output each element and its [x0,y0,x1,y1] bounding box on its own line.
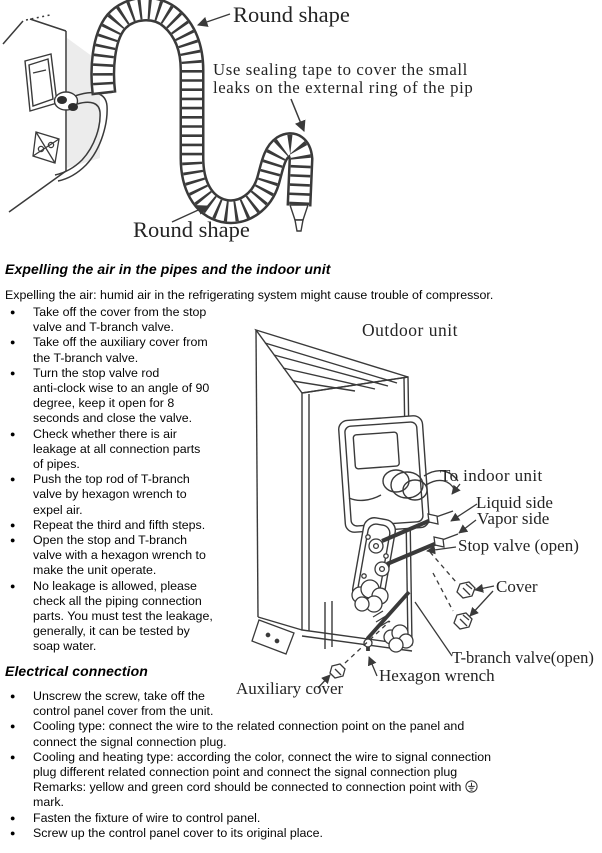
bullet-icon: ● [10,691,16,701]
outdoor-unit-figure: Outdoor unit To indoor unit Liquid side … [236,320,594,698]
sealing-note-line2: leaks on the external ring of the pip [213,78,473,97]
bullet-icon: ● [10,428,16,439]
bullet-icon: ● [10,337,16,348]
expelling-intro: Expelling the air: humid air in the refr… [5,288,494,302]
to-indoor-unit-label: To indoor unit [440,466,543,485]
wall-corner [2,14,67,213]
bullet-icon: ● [10,827,16,838]
hexagon-wrench-drawing [363,590,411,651]
bullet-icon: ● [10,751,16,762]
remarks-text: Remarks: yellow and green cord should be… [33,780,462,795]
round-shape-bottom-label: Round shape [133,217,250,242]
t-branch-valve-label: T-branch valve(open) [452,648,594,667]
bullet-icon: ● [10,721,16,732]
list-item: ● Cooling and heating type: according th… [10,750,596,811]
list-item: ● Fasten the fixture of wire to control p… [10,811,596,826]
list-item: ● Cooling type: connect the wire to the r… [10,719,596,749]
bullet-icon: ● [10,519,16,530]
indoor-unit-panel [24,53,58,112]
auxiliary-cover-label: Auxiliary cover [236,679,343,698]
step-text: Cooling type: connect the wire to the re… [33,719,465,749]
expelling-heading: Expelling the air in the pipes and the i… [5,261,331,277]
bullet-icon: ● [10,367,16,378]
mounting-bracket [32,131,60,164]
sealing-note-line1: Use sealing tape to cover the small [213,60,468,79]
air-puff-cloud [351,579,414,653]
drain-hose [90,0,314,232]
step-text: Cooling and heating type: according the … [33,749,492,780]
step-text: Screw up the control panel cover to its … [33,825,323,840]
sealing-note-arrow [290,98,306,133]
remarks-line: Remarks: yellow and green cord should be… [33,780,479,795]
hose-nozzle [289,204,309,232]
step-text-group: Cooling and heating type: according the … [33,750,491,811]
bullet-icon: ● [10,812,16,823]
step-text: Repeat the third and fifth steps. [33,517,206,532]
step-text: Fasten the fixture of wire to control pa… [33,810,261,825]
round-shape-top-leader [197,13,231,27]
round-shape-bottom-leader [171,205,208,223]
dashed-leader-lines [344,551,457,664]
pipe-connectors [53,91,79,111]
vapor-side-label: Vapor side [477,509,549,528]
auxiliary-cover-nut [329,663,346,679]
bullet-icon: ● [10,307,16,317]
round-shape-top-label: Round shape [233,2,350,27]
bullet-icon: ● [10,535,16,546]
earth-ground-icon [465,780,479,793]
list-item: ● Repeat the third and fifth steps. [10,518,255,533]
liquid-side-label: Liquid side [476,493,553,512]
outdoor-unit-label: Outdoor unit [362,320,458,340]
hexagon-wrench-label: Hexagon wrench [379,666,495,685]
drain-hose-figure: Round shape Use sealing tape to cover th… [2,0,473,242]
remarks-mark-text: mark. [33,795,64,810]
list-item: ● Screw up the control panel cover to its… [10,826,596,841]
label-leader-lines [317,483,495,689]
cover-nut [453,581,476,630]
unit-foot-plate [251,619,295,655]
valve-assembly [351,510,459,604]
access-panel [338,415,430,533]
bullet-icon: ● [10,474,16,485]
cover-label: Cover [496,577,538,596]
electrical-heading: Electrical connection [5,663,148,679]
bullet-icon: ● [10,580,16,591]
stop-valve-label: Stop valve (open) [458,536,579,555]
